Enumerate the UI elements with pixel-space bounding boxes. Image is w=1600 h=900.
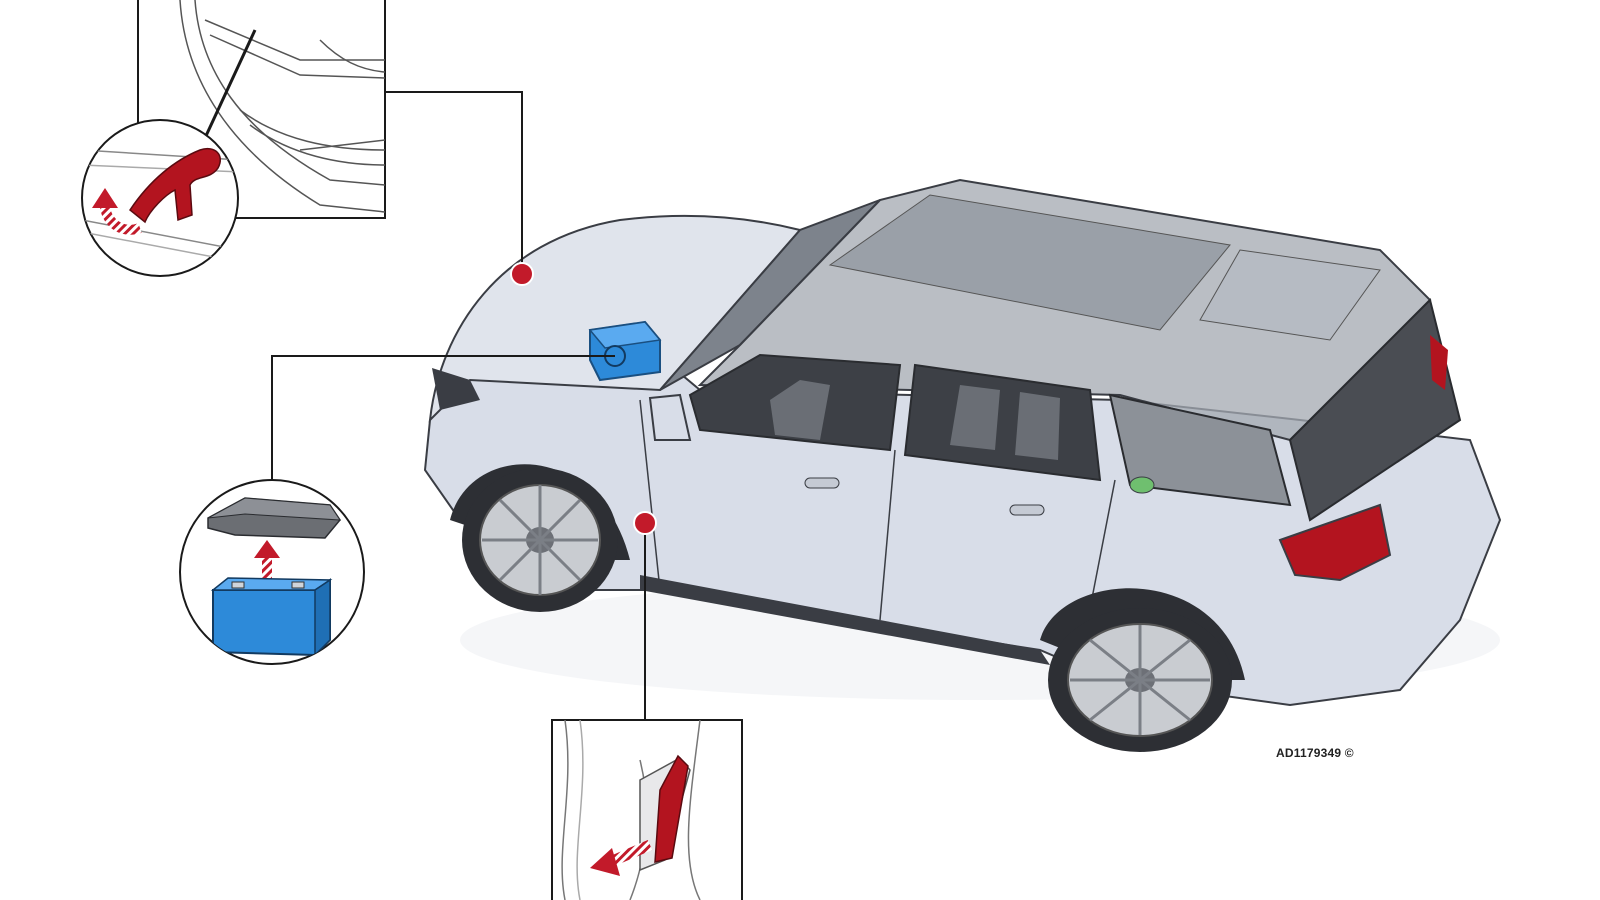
callout-leaders (271, 91, 646, 720)
vehicle-illustration (423, 178, 1502, 752)
rear-wheel (1048, 608, 1232, 752)
bonnet-latch-lever-icon (81, 119, 239, 277)
image-reference-code: AD1179349 © (1276, 746, 1354, 760)
battery-location-marker (588, 320, 662, 382)
front-wheel (462, 468, 618, 612)
callout-dot-door-pillar (633, 511, 657, 535)
callout-dot-bonnet (510, 262, 534, 286)
battery-cover-removal-icon (179, 479, 365, 665)
bonnet-release-handle-icon (551, 719, 743, 900)
